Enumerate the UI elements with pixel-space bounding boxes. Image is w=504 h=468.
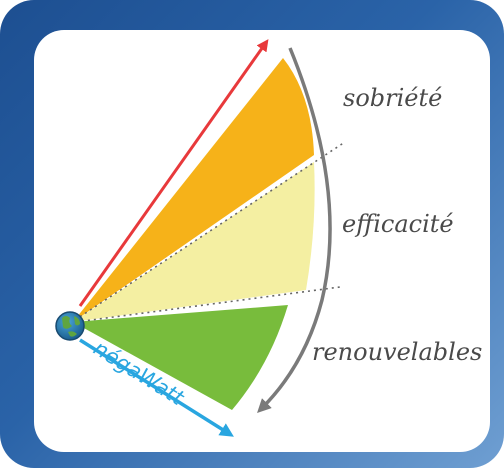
- renewables-sector: [73, 305, 288, 410]
- grey-arrow: [257, 47, 332, 413]
- globe-icon: [55, 311, 85, 341]
- red-arrow: [78, 39, 269, 307]
- divider-bottom: [75, 286, 341, 323]
- sobriety-sector: [73, 58, 314, 322]
- label-sobriety: sobriété: [343, 84, 442, 112]
- label-efficiency: efficacité: [342, 210, 454, 238]
- efficiency-sector: [73, 162, 315, 322]
- label-renewables: renouvelables: [312, 338, 482, 366]
- blue-arrow: [79, 338, 234, 437]
